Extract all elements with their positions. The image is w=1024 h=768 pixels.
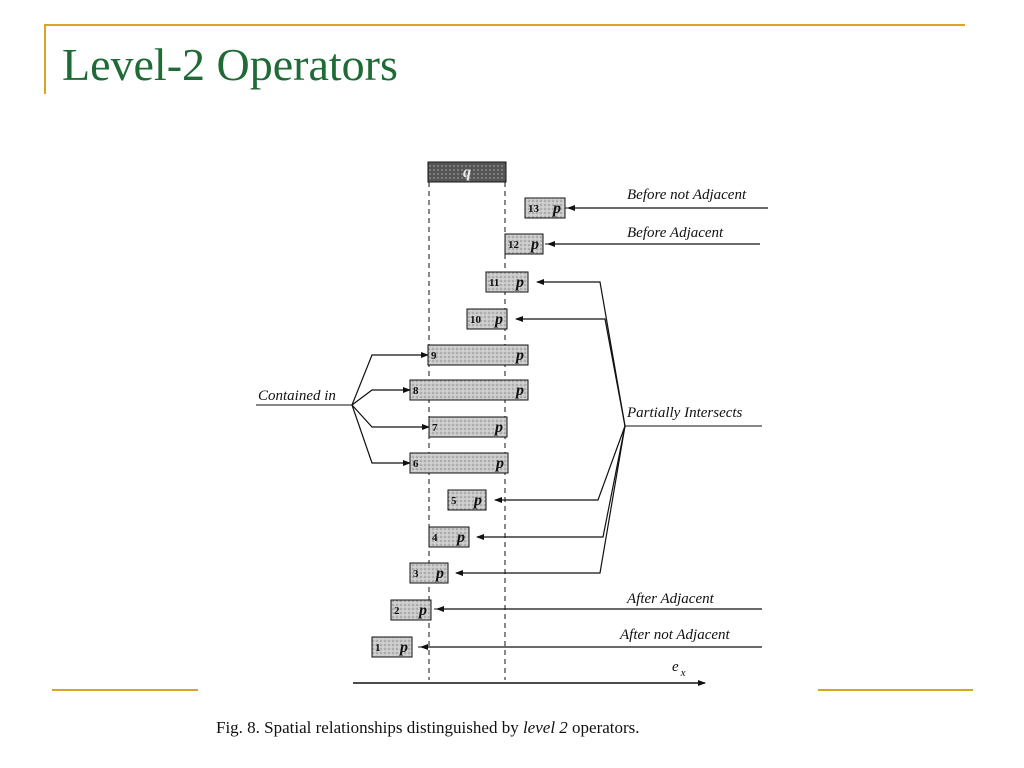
interval-row-10: 10 p xyxy=(466,308,508,330)
interval-row-13: 13 p xyxy=(524,197,566,219)
interval-number: 12 xyxy=(508,239,520,251)
label-before-not-adjacent: Before not Adjacent xyxy=(627,187,747,203)
interval-label: p xyxy=(472,492,482,509)
footer-rule-left xyxy=(52,689,198,691)
title-accent-left-bar xyxy=(44,24,46,94)
label-after-adjacent: After Adjacent xyxy=(626,591,715,607)
interval-box xyxy=(409,452,509,474)
interval-label: p xyxy=(434,565,444,582)
relation-arrows xyxy=(351,205,768,650)
interval-box xyxy=(371,636,413,658)
footer-rule-right xyxy=(818,689,973,691)
arrow-contained-8 xyxy=(351,387,411,406)
interval-number: 1 xyxy=(375,642,381,654)
arrow-partial-3 xyxy=(455,425,626,576)
interval-label: p xyxy=(398,639,408,656)
interval-label: p xyxy=(494,455,504,472)
caption-suffix: operators. xyxy=(572,718,640,737)
interval-number: 8 xyxy=(413,385,419,397)
arrow-partial-11 xyxy=(536,279,626,427)
arrow-partial-5 xyxy=(494,425,626,503)
interval-number: 9 xyxy=(431,350,437,362)
interval-box xyxy=(409,562,449,584)
title-accent-top-line xyxy=(45,24,965,26)
interval-label: p xyxy=(514,347,524,364)
interval-row-11: 11 p xyxy=(485,271,529,293)
interval-label: p xyxy=(493,311,503,328)
label-contained-in: Contained in xyxy=(258,388,336,404)
interval-label: p xyxy=(514,274,524,291)
interval-label: p xyxy=(514,382,524,399)
interval-number: 11 xyxy=(489,277,499,289)
arrow-contained-9 xyxy=(351,352,429,406)
interval-box xyxy=(390,599,432,621)
label-partially-intersects: Partially Intersects xyxy=(626,405,743,421)
arrow-partial-10 xyxy=(515,316,626,427)
interval-box xyxy=(485,271,529,293)
interval-number: 2 xyxy=(394,605,400,617)
interval-label: p xyxy=(551,200,561,217)
interval-label: p xyxy=(455,529,465,546)
interval-row-12: 12 p xyxy=(504,233,544,255)
interval-number: 4 xyxy=(432,532,438,544)
interval-label: p xyxy=(493,419,503,436)
label-after-not-adjacent: After not Adjacent xyxy=(619,627,731,643)
interval-box xyxy=(428,526,470,548)
figure-caption: Fig. 8. Spatial relationships distinguis… xyxy=(216,718,640,738)
interval-box xyxy=(504,233,544,255)
caption-prefix: Fig. 8. Spatial relationships distinguis… xyxy=(216,718,519,737)
reference-label: q xyxy=(463,164,471,181)
interval-label: p xyxy=(417,602,427,619)
interval-number: 10 xyxy=(470,314,482,326)
interval-number: 3 xyxy=(413,568,419,580)
interval-box xyxy=(466,308,508,330)
arrow-contained-7 xyxy=(351,404,430,430)
interval-box xyxy=(427,344,529,366)
arrow-contained-6 xyxy=(351,404,411,466)
slide-title: Level-2 Operators xyxy=(62,39,398,90)
interval-number: 7 xyxy=(432,422,438,434)
interval-number: 6 xyxy=(413,458,419,470)
interval-number: 5 xyxy=(451,495,457,507)
reference-object-q xyxy=(427,161,507,183)
interval-box xyxy=(447,489,487,511)
label-before-adjacent: Before Adjacent xyxy=(627,225,724,241)
interval-number: 13 xyxy=(528,203,540,215)
interval-box xyxy=(409,379,529,401)
interval-label: p xyxy=(529,236,539,253)
caption-emphasis: level 2 xyxy=(522,718,568,737)
arrow-partial-4 xyxy=(476,425,626,540)
